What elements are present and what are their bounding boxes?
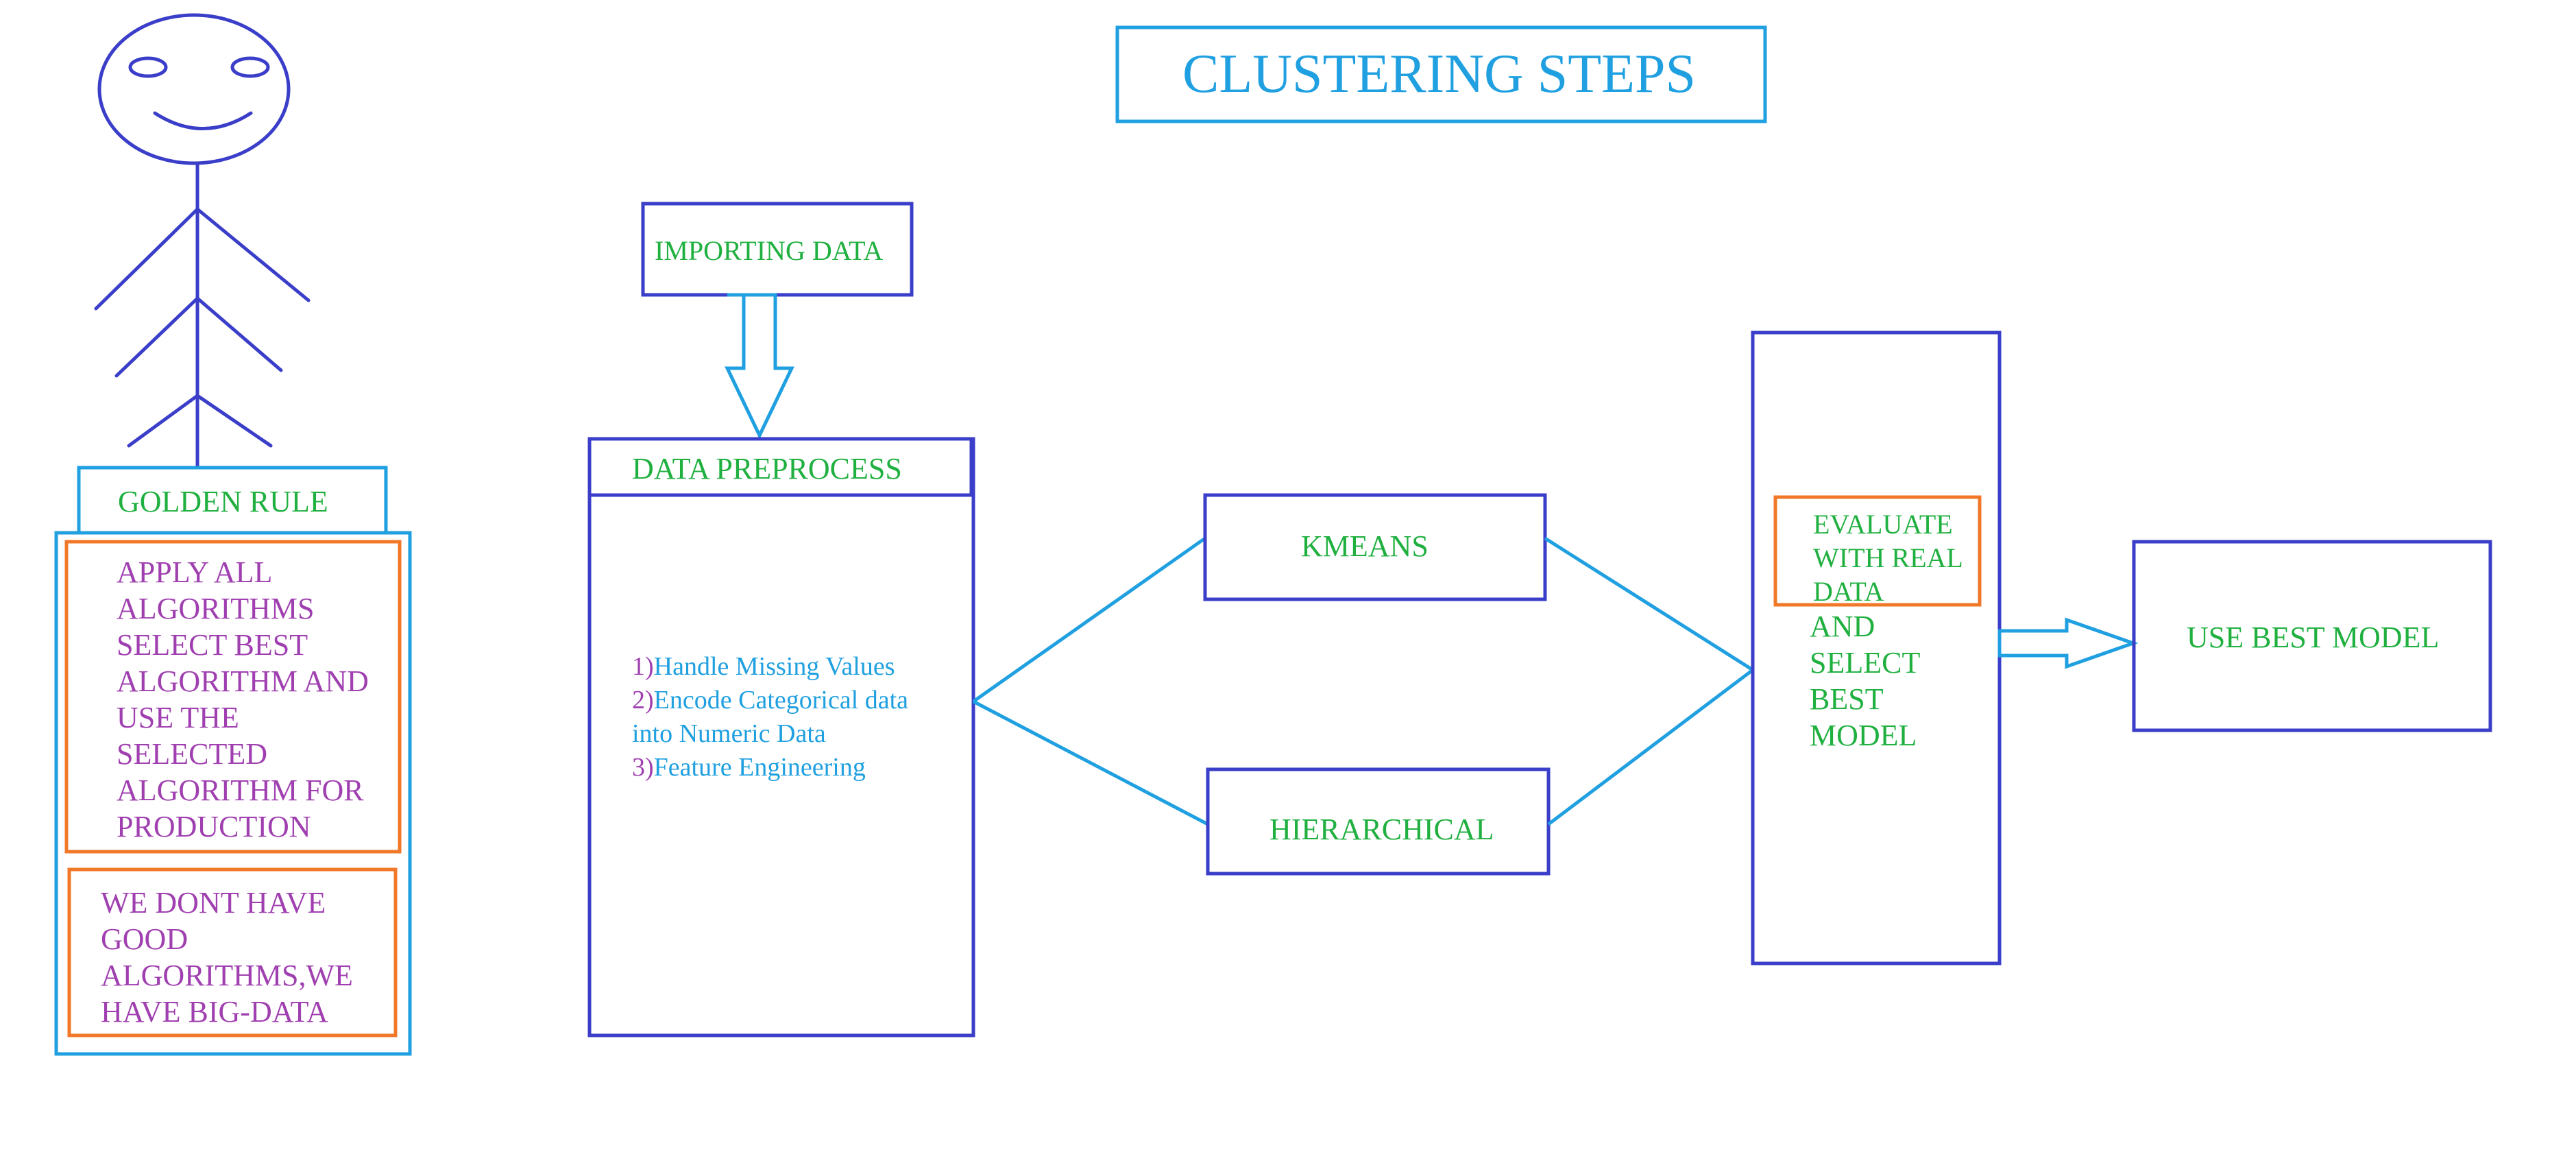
diagram-title: CLUSTERING STEPS [1182, 44, 1696, 104]
importing-data-box [641, 202, 914, 297]
rule-1-line: APPLY ALL [117, 555, 273, 589]
connector-hier-eval [1547, 669, 1754, 826]
preprocess-list: 1)Handle Missing Values 2)Encode Categor… [632, 650, 908, 784]
preprocess-item-num: 2) [632, 686, 654, 715]
golden-rule-label: GOLDEN RULE [118, 485, 328, 518]
use-best-model-box [2132, 540, 2492, 732]
rule-1-line: USE THE [117, 701, 239, 734]
kmeans-box [1203, 493, 1547, 601]
evaluate-line: EVALUATE [1813, 509, 1953, 540]
title-box [1115, 25, 1767, 123]
kmeans-label: KMEANS [1301, 529, 1429, 563]
rule-2-text: WE DONT HAVE GOOD ALGORITHMS,WE HAVE BIG… [101, 885, 353, 1030]
rule-1-text: APPLY ALL ALGORITHMS SELECT BEST ALGORIT… [117, 554, 369, 845]
rule-1-line: SELECTED [117, 737, 267, 771]
golden-rule-outer-box [54, 531, 412, 1056]
preprocess-item-num: 3) [632, 753, 654, 782]
preprocess-title: DATA PREPROCESS [632, 452, 902, 485]
figure-right-eye [230, 56, 270, 78]
stick-figure [94, 13, 311, 470]
preprocess-item-text: Handle Missing Values [653, 652, 895, 681]
figure-leg-right [195, 394, 273, 448]
importing-data-label: IMPORTING DATA [655, 235, 884, 266]
preprocess-item: 2)Encode Categorical data [632, 684, 908, 717]
rule-1-line: ALGORITHM FOR [117, 773, 364, 807]
rule-2-box [67, 867, 398, 1037]
rule-1-line: ALGORITHM AND [117, 664, 369, 698]
figure-arm-right-2 [195, 296, 283, 372]
hierarchical-box [1206, 767, 1551, 876]
preprocess-item-text: into Numeric Data [632, 719, 826, 748]
preprocess-item-text: Encode Categorical data [653, 686, 909, 715]
rule-1-line: SELECT BEST [117, 628, 308, 662]
rule-2-line: GOOD [101, 922, 189, 956]
right-arrow-shape [1997, 617, 2139, 669]
evaluate-inner-box [1773, 495, 1982, 607]
hierarchical-label: HIERARCHICAL [1269, 813, 1494, 846]
rule-1-line: ALGORITHMS [117, 592, 315, 625]
evaluate-line: DATA [1813, 576, 1884, 607]
rule-1-line: PRODUCTION [117, 810, 311, 843]
connector-kmeans-eval [1544, 536, 1754, 672]
evaluate-line: WITH REAL [1813, 542, 1963, 573]
rule-2-line: WE DONT HAVE [101, 886, 326, 920]
rule-1-box [64, 540, 402, 854]
select-line: AND [1810, 610, 1875, 643]
select-line: BEST [1810, 682, 1884, 716]
rule-2-line: ALGORITHMS,WE [101, 959, 353, 992]
figure-arm-left [94, 207, 199, 311]
figure-head [97, 13, 291, 165]
preprocess-item-num: 1) [632, 652, 654, 681]
connector-pre-kmeans [972, 536, 1206, 704]
down-arrow-shape [725, 293, 794, 440]
rule-2-line: HAVE BIG-DATA [101, 995, 328, 1029]
preprocess-item: 1)Handle Missing Values [632, 650, 908, 684]
select-text: AND SELECT BEST MODEL [1810, 608, 1920, 754]
select-line: SELECT [1810, 646, 1921, 680]
preprocess-item: 3)Feature Engineering [632, 751, 908, 784]
preprocess-item-text: Feature Engineering [653, 753, 866, 782]
figure-arm-left-2 [114, 296, 199, 378]
figure-arm-right [195, 207, 311, 302]
figure-smile [153, 111, 253, 130]
figure-leg-left [127, 394, 199, 448]
select-line: MODEL [1810, 719, 1917, 752]
preprocess-item: into Numeric Data [632, 717, 908, 751]
evaluate-text: EVALUATE WITH REAL DATA [1813, 507, 1963, 608]
use-best-model-label: USE BEST MODEL [2187, 621, 2440, 654]
connector-pre-hier [972, 699, 1209, 826]
figure-left-eye [128, 56, 168, 78]
preprocess-title-box [587, 437, 973, 497]
